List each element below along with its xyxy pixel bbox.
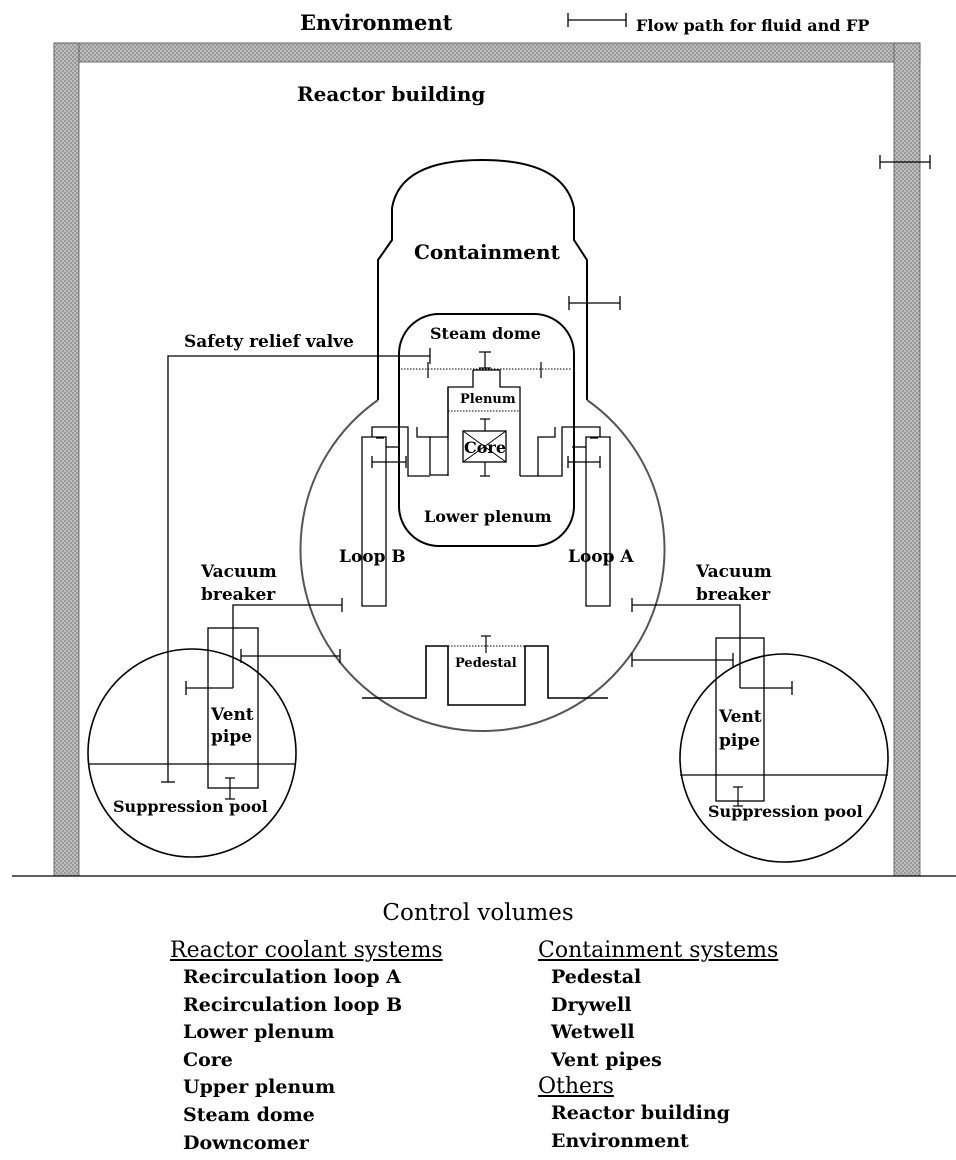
pedestal	[362, 635, 608, 706]
plenum-label: Plenum	[460, 392, 516, 407]
flow-path-legend-label: Flow path for fluid and FP	[636, 16, 869, 35]
recirculation-loop-a	[538, 426, 611, 607]
reactor-pressure-vessel	[398, 313, 575, 547]
reactor-coolant-column: Reactor coolant systems Recirculation lo…	[170, 938, 443, 1157]
vacuum-breaker-left-line-2: breaker	[201, 585, 276, 605]
drywell-sphere	[299, 399, 666, 733]
containment-leak-flow-path	[568, 296, 621, 310]
right-wall	[893, 42, 921, 877]
vent-pipe-right-line-1: Vent	[718, 707, 762, 727]
reactor-coolant-header: Reactor coolant systems	[170, 938, 443, 963]
safety-relief-valve-line	[161, 348, 431, 783]
list-item: Core	[183, 1048, 233, 1071]
building-leak-flow-path	[879, 155, 931, 169]
containment-systems-header: Containment systems	[538, 938, 779, 963]
right-wetwell	[631, 598, 889, 863]
pedestal-label: Pedestal	[455, 656, 517, 671]
list-item: Vent pipes	[551, 1048, 662, 1071]
list-item: Recirculation loop B	[183, 993, 403, 1016]
loop-b-label: Loop B	[339, 547, 406, 567]
left-wetwell	[87, 598, 343, 858]
vent-pipe-left-line-2: pipe	[211, 727, 252, 747]
vessel-junctions	[427, 351, 542, 477]
roof-wall	[53, 42, 921, 63]
control-volumes-legend: Control volumes Reactor coolant systems …	[0, 896, 956, 1160]
list-item: Recirculation loop A	[183, 966, 401, 988]
list-item: Environment	[551, 1129, 689, 1152]
reactor-building-label: Reactor building	[297, 82, 485, 106]
vent-pipe-left-line-1: Vent	[210, 705, 254, 725]
list-item: Drywell	[551, 993, 632, 1016]
containment-label: Containment	[414, 240, 561, 264]
vacuum-breaker-right-line-2: breaker	[696, 585, 771, 605]
steam-dome-label: Steam dome	[430, 324, 541, 343]
reactor-building-walls	[12, 42, 956, 877]
containment-shell-upper	[377, 158, 588, 400]
containment-column: Containment systems Pedestal Drywell Wet…	[538, 938, 778, 1156]
safety-relief-valve-label: Safety relief valve	[184, 332, 354, 352]
list-item: Pedestal	[551, 966, 642, 988]
legend-title: Control volumes	[382, 900, 574, 926]
suppression-pool-right-label: Suppression pool	[708, 802, 863, 821]
environment-label: Environment	[300, 10, 453, 35]
list-item: Reactor building	[551, 1102, 730, 1125]
loop-a-label: Loop A	[568, 547, 634, 567]
upper-plenum-structure	[416, 369, 556, 477]
others-header: Others	[538, 1074, 614, 1100]
list-item: Downcomer	[183, 1131, 309, 1154]
suppression-pool-left-label: Suppression pool	[113, 797, 268, 816]
recirculation-loop-b	[361, 426, 430, 607]
core: Core	[462, 430, 507, 463]
list-item: Wetwell	[551, 1021, 635, 1044]
list-item: Lower plenum	[183, 1021, 335, 1044]
vacuum-breaker-right-line-1: Vacuum	[695, 562, 772, 582]
vacuum-breaker-left-line-1: Vacuum	[200, 562, 277, 582]
lower-plenum-label: Lower plenum	[424, 507, 552, 526]
left-wall	[53, 42, 80, 877]
list-item: Steam dome	[183, 1103, 315, 1126]
vent-pipe-right-line-2: pipe	[719, 731, 760, 751]
flow-path-legend: Flow path for fluid and FP	[567, 13, 869, 35]
list-item: Upper plenum	[183, 1076, 336, 1099]
core-label: Core	[464, 438, 506, 457]
